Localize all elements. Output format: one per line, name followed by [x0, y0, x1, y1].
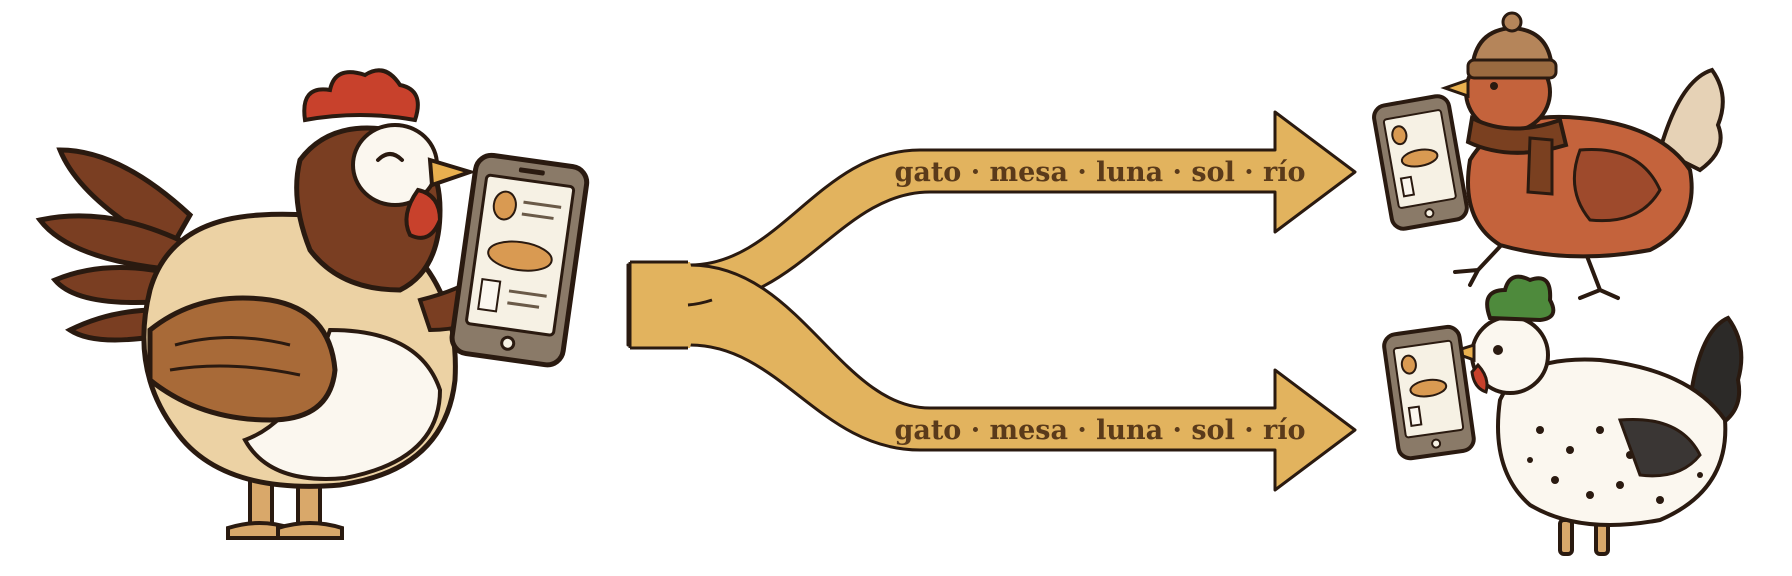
arrow-bottom-branch [626, 263, 1357, 492]
arrow-stem [630, 262, 700, 348]
split-arrow [626, 110, 1357, 492]
left-chicken-wattle [404, 187, 443, 240]
target-chicken-beanie [1372, 11, 1725, 300]
left-chicken-beak [427, 157, 477, 188]
left-chicken-comb [302, 68, 420, 123]
bread-icon [487, 240, 553, 272]
bottom-arrow-label: gato · mesa · luna · sol · río [894, 415, 1305, 446]
source-chicken [35, 68, 590, 540]
left-chicken-eye [376, 152, 404, 162]
target-chicken-chef [1382, 274, 1744, 556]
milk-carton-icon [477, 278, 502, 313]
egg-icon [492, 190, 517, 221]
left-chicken-wing [147, 295, 338, 423]
chef-hat [1485, 274, 1556, 323]
left-chicken-phone [449, 152, 590, 368]
top-arrow-label: gato · mesa · luna · sol · río [894, 157, 1305, 188]
arrow-top-branch [626, 110, 1357, 307]
